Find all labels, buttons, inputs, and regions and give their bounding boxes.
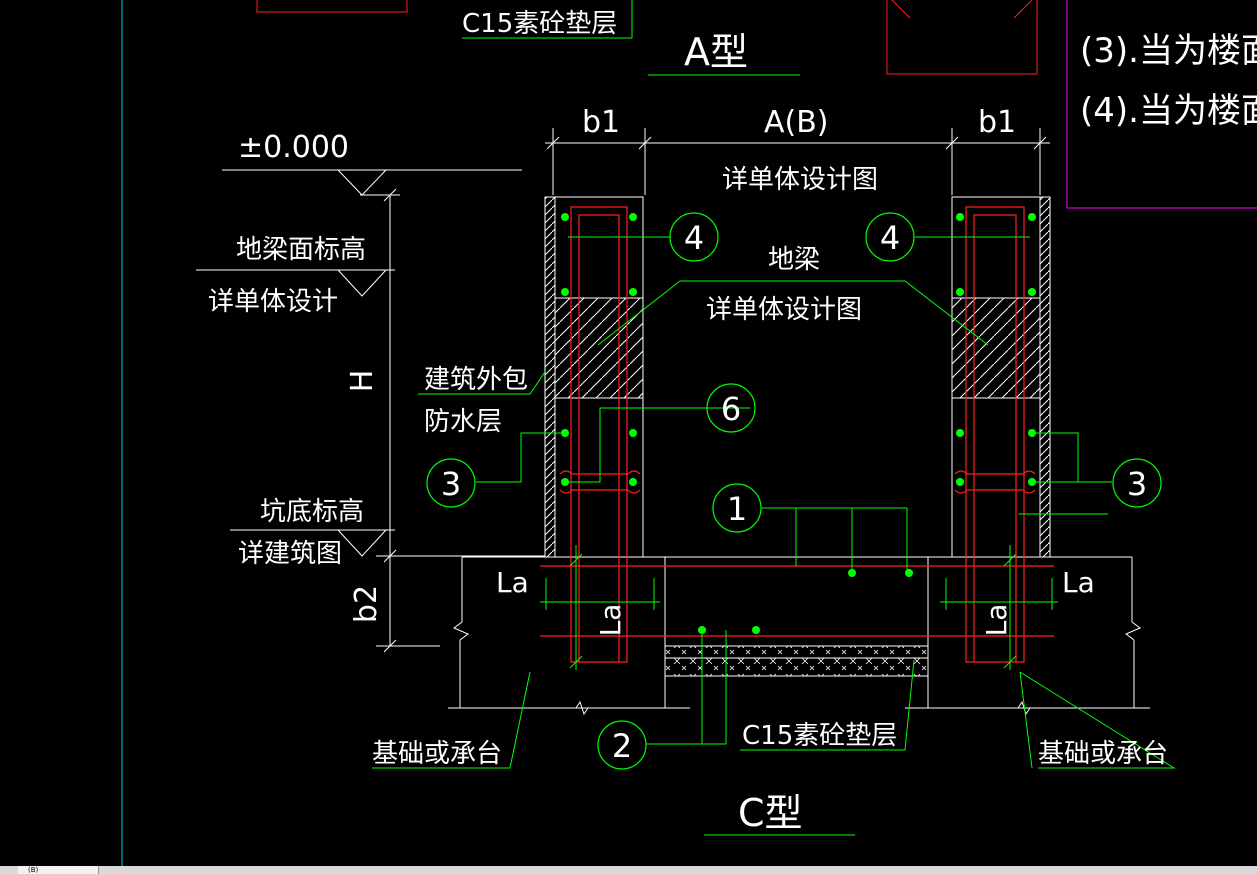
waterproof-label-1: 建筑外包 bbox=[424, 365, 528, 395]
dim-b1-left: b1 bbox=[582, 105, 620, 140]
beam-top-label-2: 详单体设计 bbox=[208, 287, 338, 317]
detail-design-label: 详单体设计图 bbox=[722, 165, 878, 195]
waterproof-label-2: 防水层 bbox=[424, 407, 502, 437]
foundation-label-right: 基础或承台 bbox=[1038, 739, 1168, 769]
type-c-title: C型 bbox=[738, 791, 803, 835]
callout-3-left: 3 bbox=[441, 465, 461, 503]
top-fragment: C15素砼垫层 A型 bbox=[256, 0, 1038, 76]
callout-4-right: 4 bbox=[880, 219, 900, 257]
pit-bottom-label-2: 详建筑图 bbox=[238, 539, 342, 569]
type-a-title: A型 bbox=[684, 30, 748, 74]
dim-la-left-outer: La bbox=[496, 566, 529, 599]
callout-1: 1 bbox=[727, 490, 747, 528]
elevation-markers bbox=[196, 169, 545, 653]
dim-b1-right: b1 bbox=[978, 105, 1016, 140]
right-wall bbox=[951, 196, 1051, 558]
dim-a-b: A(B) bbox=[764, 105, 829, 140]
pit-bottom-label-1: 坑底标高 bbox=[260, 497, 364, 527]
c15-cushion-label: C15素砼垫层 bbox=[742, 721, 897, 751]
foundation-label-left: 基础或承台 bbox=[372, 739, 502, 769]
callout-2: 2 bbox=[612, 727, 632, 765]
top-dimensions bbox=[545, 128, 1050, 195]
dim-la-right-outer: La bbox=[1062, 566, 1095, 599]
beam-top-label-1: 地梁面标高 bbox=[236, 235, 366, 265]
rebar-dots bbox=[561, 213, 1036, 634]
dim-la-left-inner: La bbox=[594, 604, 627, 637]
dim-h: H bbox=[345, 370, 380, 393]
beam-label-1: 地梁 bbox=[768, 245, 820, 275]
callout-4-left: 4 bbox=[684, 219, 704, 257]
status-bar bbox=[0, 866, 1257, 874]
callout-3-right: 3 bbox=[1127, 465, 1147, 503]
note-line-3: (3).当为楼面上 bbox=[1080, 31, 1257, 71]
ground-level-label: ±0.000 bbox=[238, 130, 349, 165]
top-c15-label: C15素砼垫层 bbox=[462, 9, 617, 39]
rebars bbox=[540, 206, 1054, 663]
leader-lines bbox=[372, 236, 1176, 769]
status-tab[interactable]: (B) bbox=[18, 866, 99, 874]
dim-la-right-inner: La bbox=[980, 604, 1013, 637]
notes-box: (3).当为楼面上 (4).当为楼面上 bbox=[1066, 0, 1257, 209]
note-line-4: (4).当为楼面上 bbox=[1080, 91, 1257, 131]
dim-b2: b2 bbox=[349, 585, 384, 623]
left-wall bbox=[544, 196, 644, 558]
beam-label-2: 详单体设计图 bbox=[706, 295, 862, 325]
callout-circles bbox=[426, 212, 1162, 770]
callout-6: 6 bbox=[721, 390, 741, 428]
base-slab bbox=[448, 556, 1150, 716]
